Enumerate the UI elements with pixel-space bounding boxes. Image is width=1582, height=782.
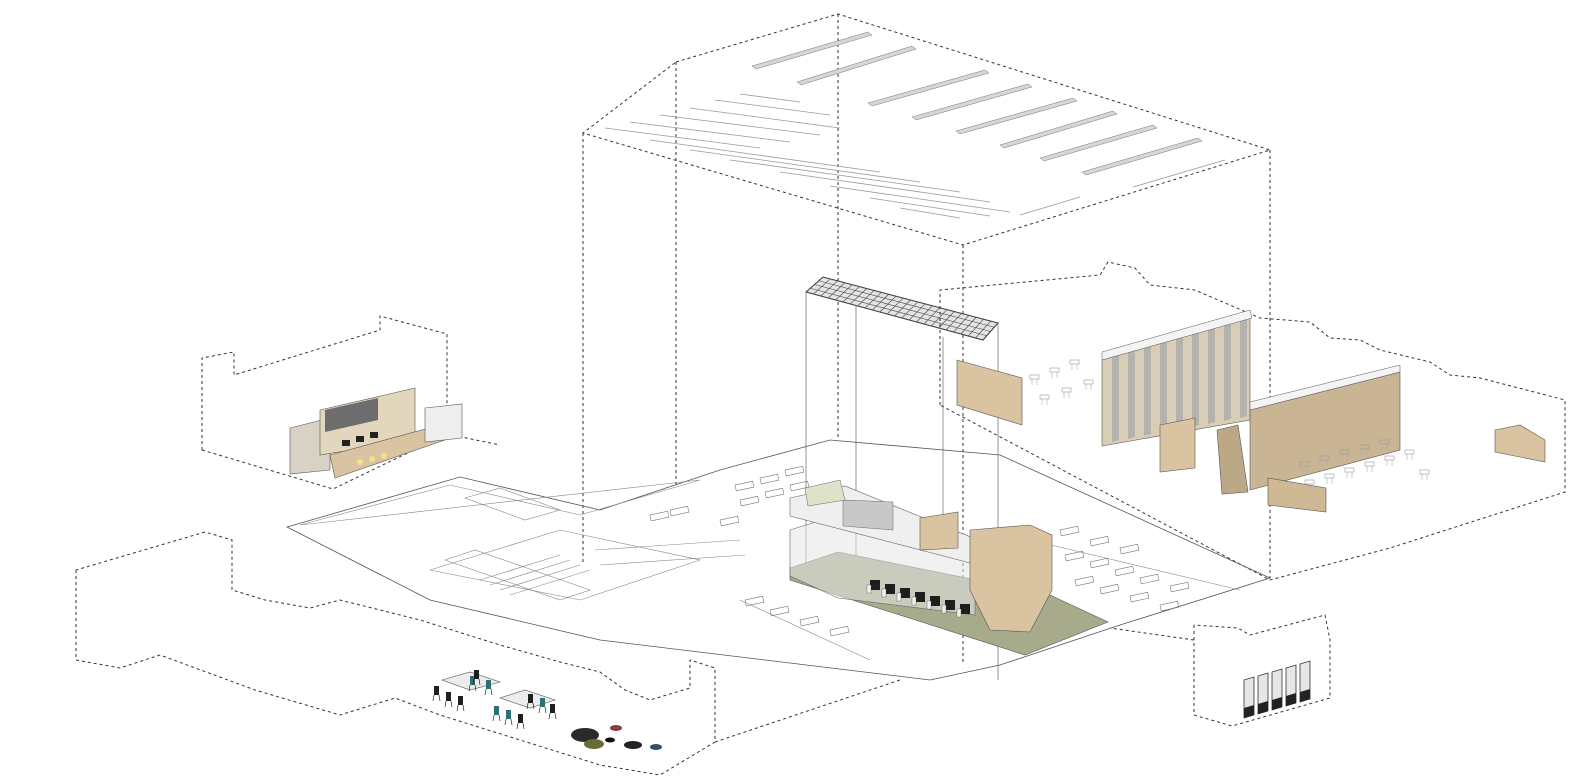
phone-booth-zone	[1109, 614, 1331, 727]
floor-plan	[285, 439, 1272, 681]
reception-zone	[201, 315, 501, 490]
lounge-furniture-icon	[571, 725, 662, 750]
ceiling-volume	[581, 13, 1272, 662]
ceiling-lighting	[751, 31, 1226, 216]
phone-booth-icon	[1243, 660, 1311, 719]
table-group-icon	[432, 670, 557, 730]
ceiling-slats	[604, 93, 1011, 219]
dining-zone	[75, 531, 901, 776]
grid-canopy	[804, 276, 999, 680]
meeting-zone	[939, 261, 1566, 581]
central-pod	[789, 479, 1109, 656]
shelving-icon	[956, 359, 1546, 513]
